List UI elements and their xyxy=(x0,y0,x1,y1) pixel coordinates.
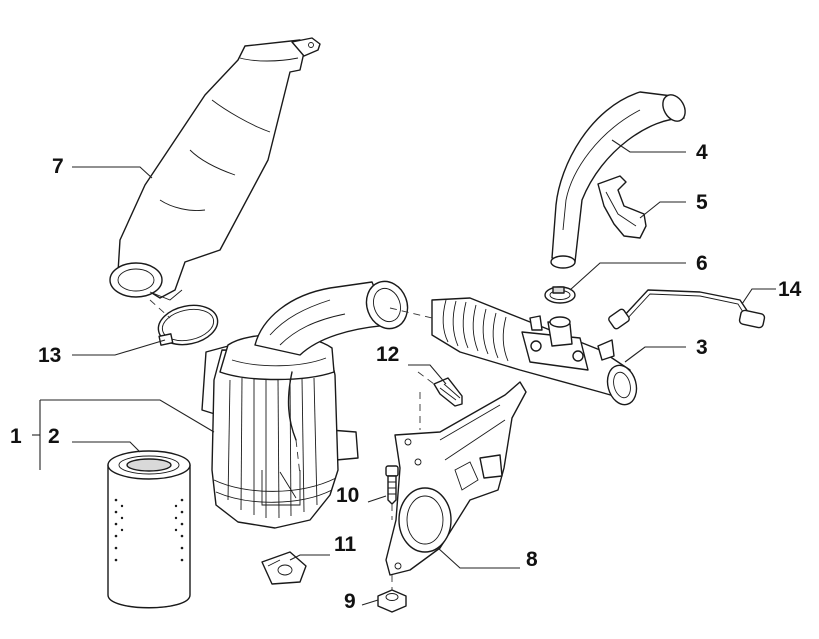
duct-outlet-ring xyxy=(109,262,163,298)
callout-1: 1 xyxy=(10,425,22,448)
callout-9: 9 xyxy=(344,590,356,613)
hose-4-end-lower xyxy=(550,255,576,269)
callout-13: 13 xyxy=(38,344,61,367)
callout-8: 8 xyxy=(526,548,538,571)
callout-14: 14 xyxy=(778,278,802,301)
part-2-filter-cartridge xyxy=(107,450,191,609)
part-10-screw xyxy=(385,465,399,505)
part-4-curved-hose xyxy=(550,91,686,269)
part-1-filter-housing xyxy=(201,334,359,529)
part-9-nut xyxy=(377,589,407,613)
part-5-clip-bracket xyxy=(597,175,647,239)
part-6-small-clamp xyxy=(544,286,576,304)
part-7-intake-duct xyxy=(109,37,321,301)
callout-6: 6 xyxy=(696,252,708,275)
callout-3: 3 xyxy=(696,336,708,359)
sensor-plug-left xyxy=(608,308,630,330)
housing-elbow-hose xyxy=(254,280,409,441)
elbow-hose-opening xyxy=(365,280,409,330)
sensor-plug-right xyxy=(738,309,766,329)
callout-10: 10 xyxy=(336,484,359,507)
callout-5: 5 xyxy=(696,191,708,214)
callout-2: 2 xyxy=(48,425,60,448)
callout-11: 11 xyxy=(334,533,357,556)
callout-4: 4 xyxy=(696,141,708,164)
part-11-clip-nut xyxy=(261,551,307,585)
part-14-sensor-cable xyxy=(608,289,766,330)
part-13-hose-clamp xyxy=(157,304,219,346)
assembly-lines xyxy=(149,299,435,590)
callout-12: 12 xyxy=(376,343,399,366)
part-3-intake-tube xyxy=(431,297,638,406)
callout-labels: 7 13 1 2 4 5 6 14 3 12 10 11 8 9 xyxy=(10,141,802,613)
hose-4-end-upper xyxy=(662,94,686,122)
part-12-bolt xyxy=(433,377,463,407)
leader-lines xyxy=(32,139,776,606)
callout-7: 7 xyxy=(52,155,64,178)
part-8-mounting-bracket xyxy=(385,381,527,576)
